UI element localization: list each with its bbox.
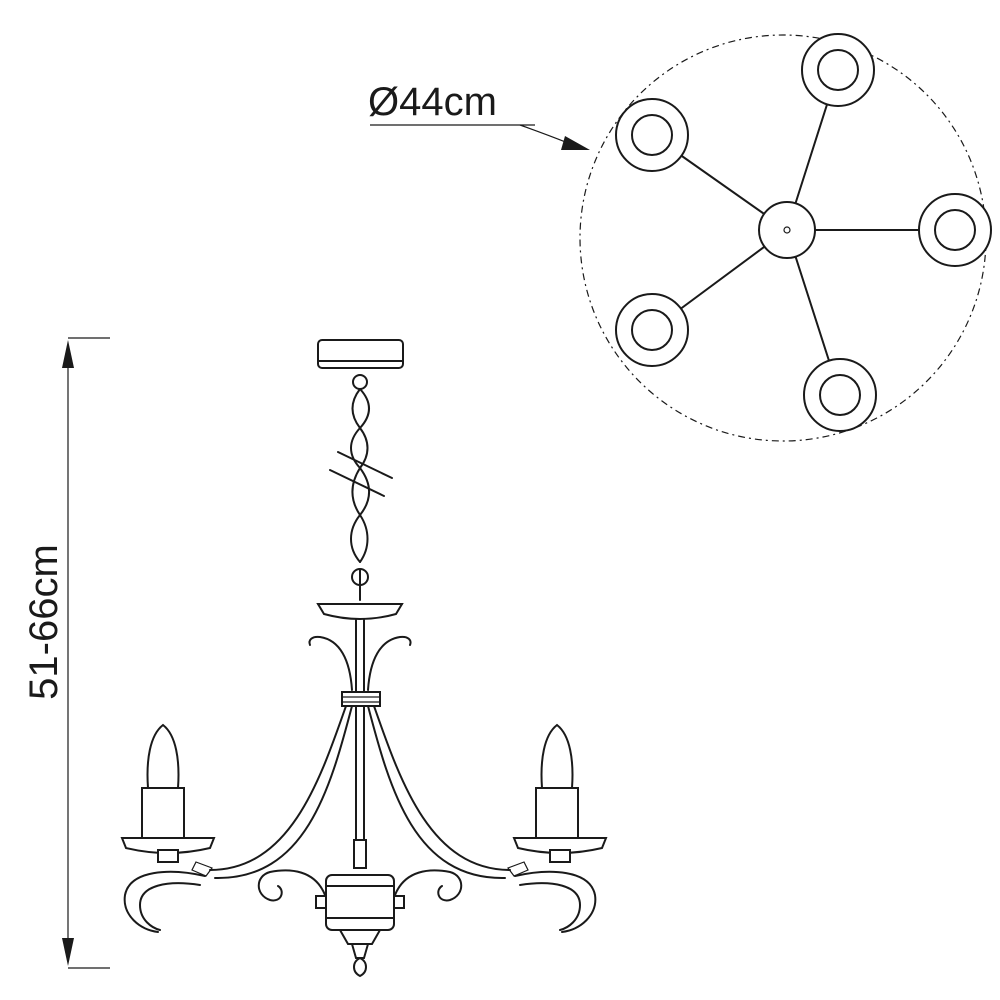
- lower-scroll-left: [257, 869, 326, 902]
- height-arrow-bottom: [62, 938, 74, 966]
- height-dimension: 51-66cm: [22, 337, 110, 969]
- outer-scroll-right: [514, 870, 597, 933]
- top-view-candle-cup: [918, 193, 992, 267]
- lower-scroll-right: [394, 869, 463, 902]
- arm-left: [209, 705, 347, 871]
- diameter-label: Ø44cm: [368, 80, 497, 124]
- top-view-hub: [758, 201, 816, 259]
- arm-right: [373, 705, 511, 871]
- collar: [341, 691, 381, 707]
- upper-scroll-left: [308, 635, 353, 691]
- side-view: [120, 339, 608, 978]
- top-view-candle-cup: [615, 98, 689, 172]
- chain: [350, 374, 370, 601]
- top-view-candle-cup: [803, 358, 877, 432]
- candle-holder-right: [507, 723, 608, 877]
- central-stem: [355, 619, 365, 866]
- arm-right-inner: [367, 705, 506, 880]
- ceiling-canopy: [317, 339, 404, 369]
- candle-sleeve: [535, 787, 579, 839]
- bottom-finial: [338, 929, 382, 978]
- central-hub: [315, 839, 405, 931]
- top-view-candle-cup: [801, 33, 875, 107]
- top-view: Ø44cm: [368, 33, 992, 442]
- candle-holder-left: [120, 723, 216, 877]
- candle-bulb-icon: [146, 723, 180, 789]
- outer-scroll-right-inner: [519, 882, 581, 931]
- height-label: 51-66cm: [22, 544, 66, 700]
- outer-scroll-left: [123, 870, 206, 933]
- top-view-candle-cup: [615, 293, 689, 367]
- height-arrow-top: [62, 340, 74, 368]
- diameter-arrow: [561, 136, 590, 150]
- top-cup: [316, 603, 404, 620]
- upper-scroll-right: [367, 635, 412, 691]
- candle-bulb-icon: [540, 723, 574, 789]
- arm-left-inner: [214, 705, 353, 880]
- outer-scroll-left-inner: [139, 882, 201, 931]
- chain-break-mark: [329, 451, 393, 497]
- candle-sleeve: [141, 787, 185, 839]
